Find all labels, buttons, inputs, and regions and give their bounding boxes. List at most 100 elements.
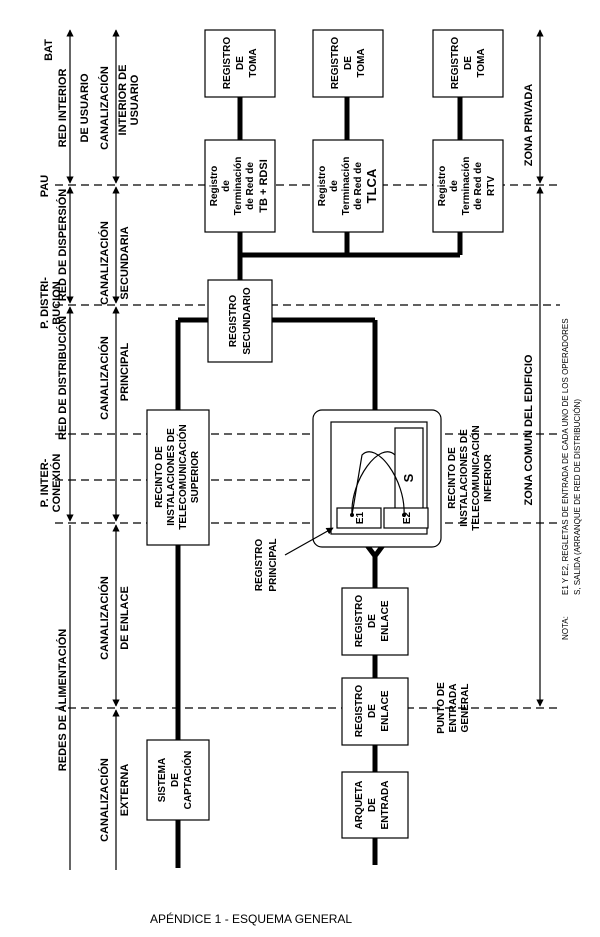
label-can-externa-2: EXTERNA [119,764,131,817]
punto-entrada-line-3: GENERAL [460,684,471,733]
term-rtv-line-1: Registro [437,166,448,207]
punto-entrada-line-1: PUNTO DE [436,682,447,734]
regleta-e2 [383,507,429,529]
rits-line-4: SUPERIOR [190,450,201,503]
label-can-principal-1: CANALIZACIÓN [98,336,111,420]
punto-entrada-line-2: ENTRADA [448,684,459,733]
term-rtv-line-4: de Red de [473,162,484,210]
term-tlca-line-1: Registro [317,166,328,207]
recinto-superior [146,409,210,546]
arqueta-line-1: ARQUETA [354,781,365,830]
internal-wiring [284,451,406,556]
regleta-e1 [336,507,382,529]
label-can-interior-2: INTERIOR DE [117,65,129,136]
registro-principal-line-1: REGISTRO [254,539,265,591]
registro-toma-2 [312,29,384,98]
captacion-line-1: SISTEMA [157,758,168,802]
label-bat: BAT [43,39,55,61]
arqueta-line-3: ENTRADA [380,781,391,830]
label-p-distribucion-1: P. DISTRI- [39,277,51,329]
registro-enlace-1 [341,587,409,656]
toma-1-line-2: DE [235,56,246,70]
registro-terminacion-rtv [432,139,504,233]
term-rtv-line-3: Terminación [461,157,472,216]
cables [175,97,463,868]
label-can-externa-1: CANALIZACIÓN [98,758,111,842]
label-zona-comun: ZONA COMUN DEL EDIFICIO [523,354,535,505]
note-line-2: S, SALIDA (ARRANQUE DE RED DE DISTRIBUCI… [573,399,582,595]
toma-2-line-1: REGISTRO [330,37,341,89]
label-red-interior-2: DE USUARIO [79,73,91,143]
label-can-secundaria-2: SECUNDARIA [119,226,131,299]
dimension-lines [66,29,544,870]
registro-terminacion-tb [204,139,276,233]
label-can-principal-2: PRINCIPAL [119,342,131,401]
enlace-2-line-3: ENLACE [380,690,391,731]
label-can-enlace-1: CANALIZACIÓN [98,576,111,660]
label-red-dispersion: RED DE DISPERSIÓN [56,189,69,302]
note-line-1: E1 Y E2, REGLETAS DE ENTRADA DE CADA UNO… [561,318,570,595]
term-tb-line-1: Registro [209,166,220,207]
secundario-line-1: REGISTRO [228,295,239,347]
label-can-interior-3: USUARIO [129,74,141,125]
term-tb-line-3: Terminación [233,157,244,216]
label-e1: E1 [355,511,366,524]
enlace-1-line-3: ENLACE [380,600,391,641]
toma-3-line-2: DE [463,56,474,70]
figure-caption: APÉNDICE 1 - ESQUEMA GENERAL [150,912,353,926]
label-pau: PAU [39,175,51,197]
rits-line-2: INSTALACIONES DE [166,428,177,526]
label-can-secundaria-1: CANALIZACIÓN [98,221,111,305]
secundario-line-2: SECUNDARIO [242,287,253,354]
rits-line-1: RECINTO DE [154,446,165,508]
label-zona-privada: ZONA PRIVADA [523,84,535,167]
riti-line-2: INSTALACIONES DE [459,429,470,527]
term-tlca-line-3: Terminación [341,157,352,216]
term-tb-line-4: de Red de [245,162,256,210]
registro-terminacion-tlca [312,139,384,233]
term-tlca-line-5: TLCA [364,168,379,203]
captacion-line-3: CAPTACIÓN [181,751,194,810]
registro-enlace-2 [341,677,409,746]
label-can-enlace-2: DE ENLACE [119,586,131,650]
term-rtv-line-5: RTV [486,176,497,196]
note-label: NOTA: [561,616,570,640]
toma-3-line-1: REGISTRO [450,37,461,89]
arqueta-entrada [341,771,409,839]
enlace-1-line-2: DE [367,614,378,628]
term-tb-line-5: TB + RDSI [258,159,270,212]
term-tlca-line-4: de Red de [353,162,364,210]
labels: BAT PAU P. DISTRI- BUCION P. INTER- CONE… [39,37,582,842]
label-e2: E2 [402,511,413,524]
sistema-captacion [146,739,210,821]
enlace-1-line-1: REGISTRO [354,595,365,647]
rits-line-3: TELECOMUNICACIÓN [176,424,189,530]
toma-2-line-3: TOMA [356,48,367,77]
label-p-interconexion-1: P. INTER- [39,458,51,507]
captacion-line-2: DE [170,773,181,787]
toma-2-line-2: DE [343,56,354,70]
registro-toma-3 [432,29,504,98]
riti-line-3: TELECOMUNICACIÓN [469,425,482,531]
label-s: S [401,473,416,482]
boxes [146,29,504,839]
term-tlca-line-2: de [329,180,340,192]
label-p-interconexion-2: CONEXIÓN [50,454,63,513]
registro-toma-1 [204,29,276,98]
arqueta-line-2: DE [367,798,378,812]
registro-principal-line-2: PRINCIPAL [268,538,279,591]
toma-1-line-3: TOMA [248,48,259,77]
riti-line-1: RECINTO DE [447,447,458,509]
label-can-interior-1: CANALIZACIÓN [98,66,111,150]
toma-3-line-3: TOMA [476,48,487,77]
riti-line-4: INFERIOR [483,453,494,502]
term-tb-line-2: de [221,180,232,192]
enlace-2-line-1: REGISTRO [354,685,365,737]
label-red-distribucion: RED DE DISTRIBUCIÓN [56,316,69,440]
enlace-2-line-2: DE [367,704,378,718]
toma-1-line-1: REGISTRO [222,37,233,89]
registro-secundario [207,279,273,363]
label-redes-alimentacion: REDES DE ALIMENTACIÓN [56,629,69,771]
label-p-distribucion-2: BUCION [51,281,63,324]
